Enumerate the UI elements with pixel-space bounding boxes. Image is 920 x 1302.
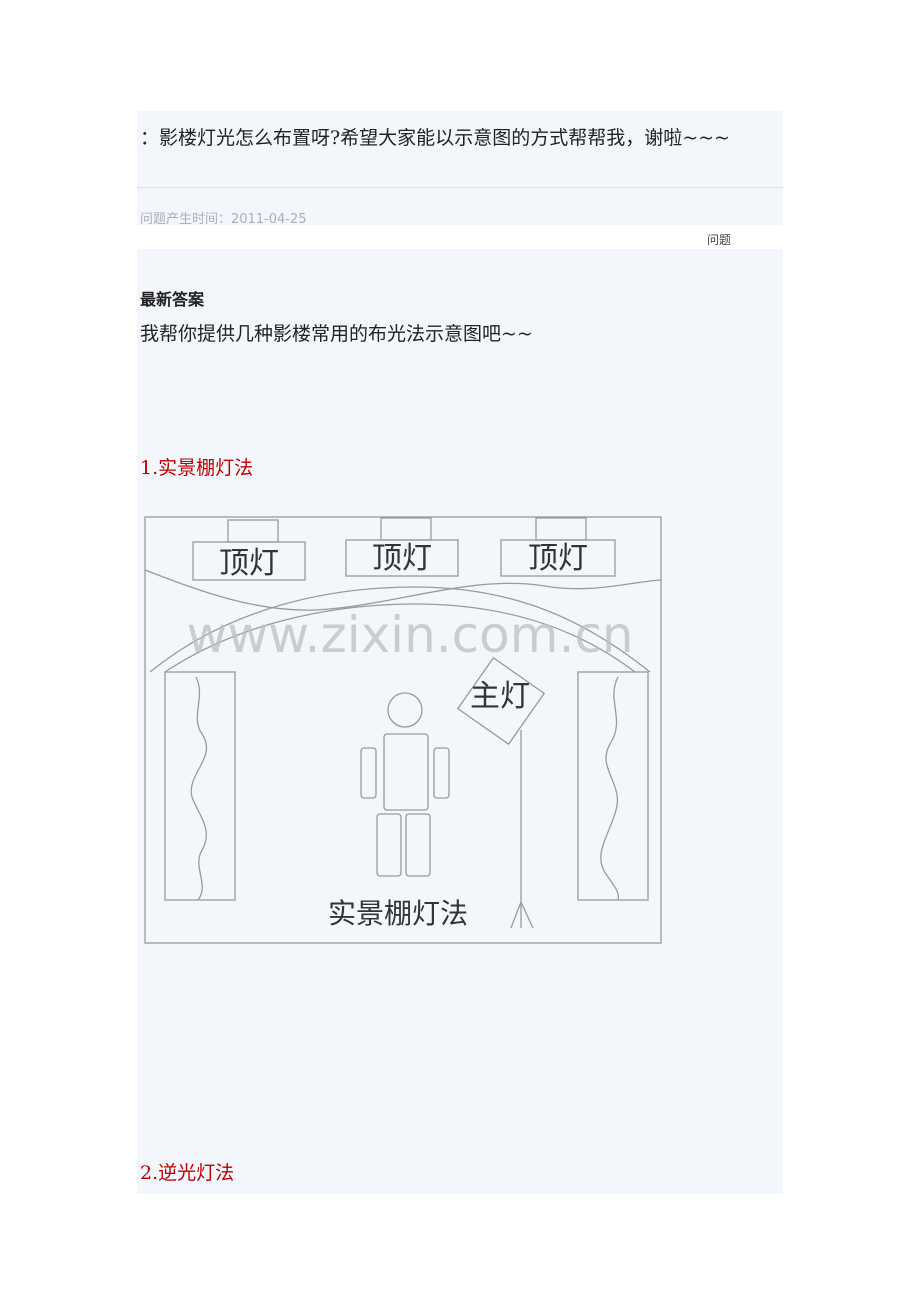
diagram-caption: 实景棚灯法 [328, 898, 468, 930]
tripod-leg-left [510, 901, 522, 929]
main-light-box [456, 656, 546, 746]
question-tag[interactable]: 问题 [707, 233, 732, 247]
person-left-leg [376, 813, 402, 877]
person-right-arm [433, 747, 450, 799]
section-title-1: 1.实景棚灯法 [140, 457, 254, 479]
main-light-label: 主灯 [470, 680, 530, 713]
lighting-diagram: 顶灯 顶灯 顶灯 主灯 实景棚灯法 www.zixin.com.cn [144, 516, 662, 944]
top-light-box-1 [192, 541, 306, 581]
drape-curve [144, 569, 662, 611]
top-light-mount-1 [227, 519, 279, 543]
top-light-mount-2 [380, 517, 432, 541]
question-time: 问题产生时间：2011-04-25 [140, 212, 307, 227]
top-light-label-3: 顶灯 [528, 542, 588, 575]
question-panel [137, 111, 783, 225]
left-pillar [164, 671, 236, 901]
divider [137, 187, 783, 188]
person-torso [383, 733, 429, 811]
answer-heading: 最新答案 [140, 290, 205, 309]
left-curtain [190, 676, 208, 901]
answer-lead: 我帮你提供几种影楼常用的布光法示意图吧~~ [140, 323, 533, 345]
top-light-box-2 [345, 539, 459, 577]
top-light-box-3 [500, 539, 616, 577]
diagram-frame [144, 516, 662, 944]
top-light-mount-3 [535, 517, 587, 541]
arch-outer [149, 586, 651, 673]
person-head [387, 692, 423, 728]
section-title-2: 2.逆光灯法 [140, 1162, 235, 1184]
right-curtain [600, 676, 620, 901]
person-right-leg [405, 813, 431, 877]
top-light-label-1: 顶灯 [219, 547, 279, 580]
top-light-label-2: 顶灯 [372, 542, 432, 575]
question-text: ：影楼灯光怎么布置呀?希望大家能以示意图的方式帮帮我，谢啦~~~ [140, 127, 730, 149]
answer-panel [137, 249, 783, 1194]
tripod-leg-right [520, 901, 534, 929]
watermark: www.zixin.com.cn [186, 606, 633, 664]
arch-inner [164, 603, 636, 673]
right-pillar [577, 671, 649, 901]
person-left-arm [360, 747, 377, 799]
